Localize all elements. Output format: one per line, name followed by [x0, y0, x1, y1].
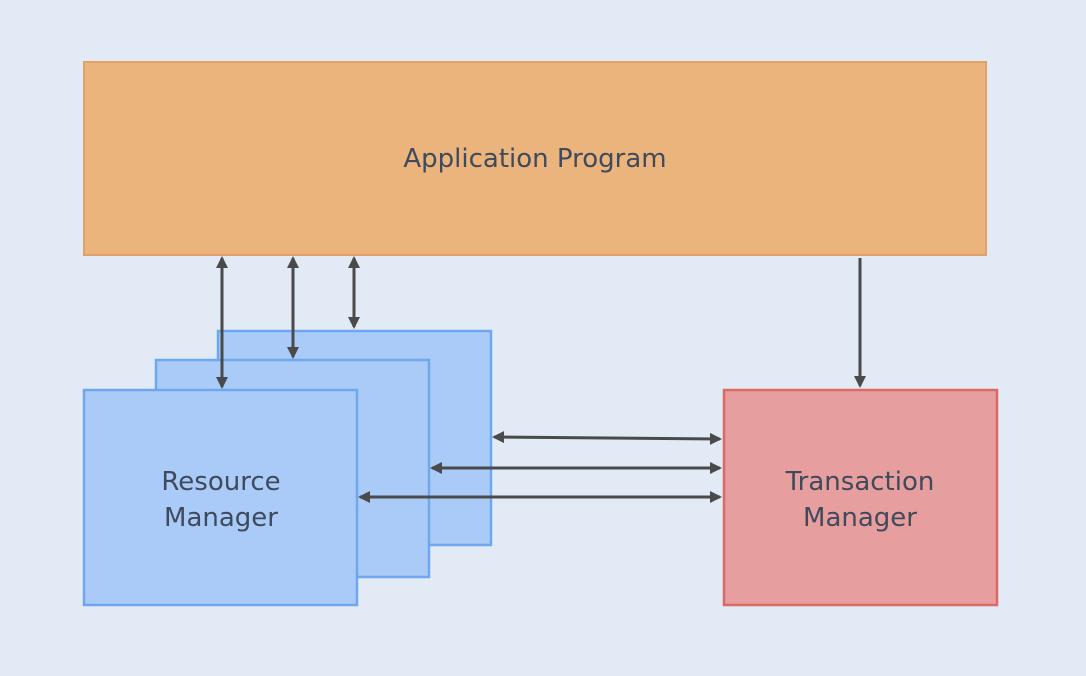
resource-manager-stack: Resource Manager [82, 329, 493, 607]
application-program-label: Application Program [403, 144, 666, 174]
transaction-manager-rect [722, 388, 999, 607]
application-program-rect [83, 61, 987, 256]
application-program-box: Application Program [83, 61, 987, 256]
resource-manager-box-front [82, 388, 359, 607]
rm-to-tm-arrow-1 [492, 431, 722, 445]
resource-manager-label-line2: Manager [164, 503, 278, 533]
transaction-manager-label-line2: Manager [803, 503, 917, 533]
transaction-manager-box: Transaction Manager [722, 388, 999, 607]
resource-manager-label-line1: Resource [161, 467, 280, 497]
transaction-manager-label-line1: Transaction [785, 467, 935, 497]
